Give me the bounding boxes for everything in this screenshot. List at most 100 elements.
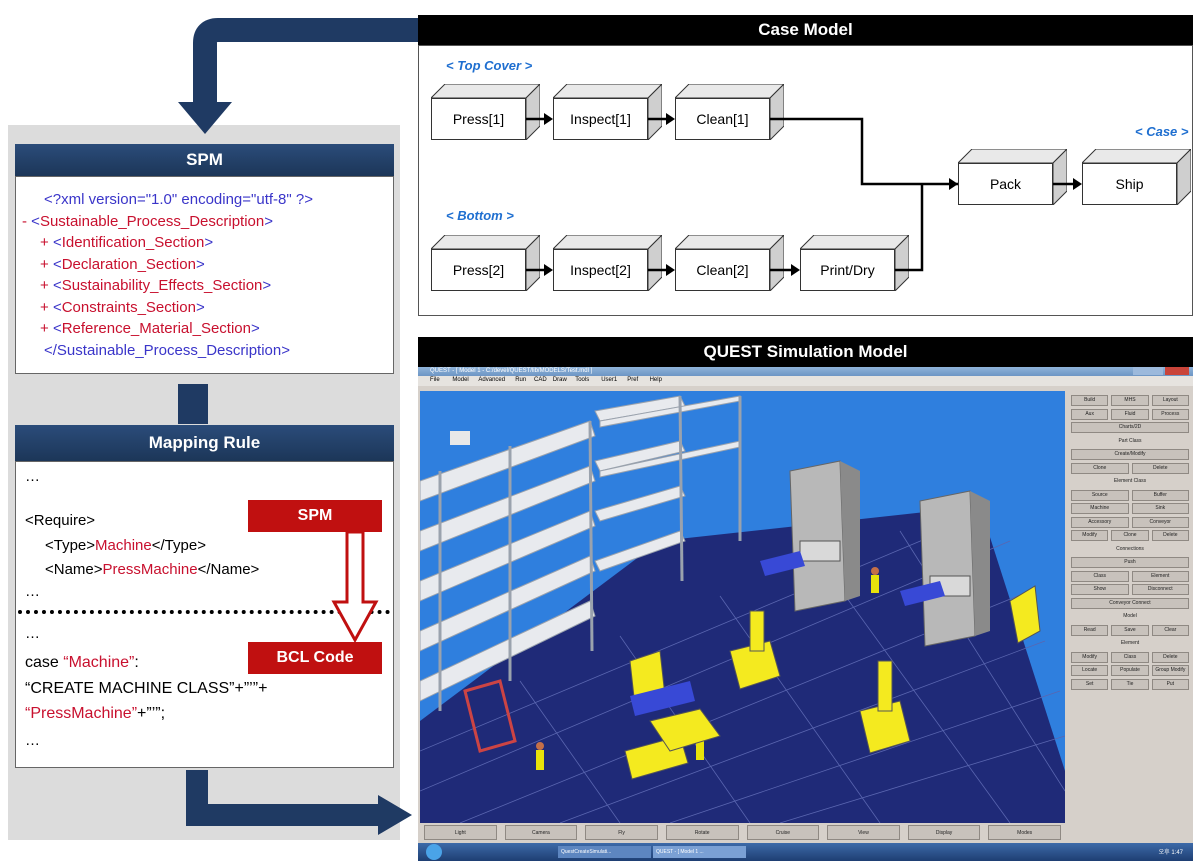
expand-toggle[interactable]: + [40, 255, 53, 273]
side-button[interactable]: Class [1111, 651, 1149, 663]
quest-3d-viewport[interactable] [420, 391, 1065, 823]
work-table [649, 708, 721, 752]
type-close: </Type> [151, 537, 206, 554]
side-button[interactable]: Delete [1151, 651, 1189, 663]
box-depth [675, 235, 784, 291]
side-button[interactable]: Machine [1071, 503, 1129, 514]
side-button[interactable]: Group Modify [1151, 665, 1189, 676]
xml-line[interactable]: + <Sustainability_Effects_Section> [40, 277, 271, 294]
bottom-toolbar-button[interactable]: Modes [988, 825, 1061, 840]
expand-toggle[interactable]: + [40, 277, 53, 294]
side-button[interactable]: Charts/2D [1071, 422, 1189, 433]
side-button[interactable]: Disconnect [1131, 584, 1189, 595]
side-button[interactable]: Build [1071, 395, 1109, 406]
taskbar-item-2[interactable]: QUEST - [ Model 1 ... [653, 846, 746, 858]
name-open: <Name> [45, 561, 103, 578]
xml-tag-text: <Reference_Material_Section> [52, 320, 260, 337]
xml-tag-text: <?xml version="1.0" encoding="utf-8" ?> [44, 191, 313, 208]
menu-item[interactable]: Model [452, 377, 469, 383]
windows-taskbar: QuestCreateSimulati... QUEST - [ Model 1… [418, 843, 1193, 861]
spm-badge: SPM [248, 500, 382, 532]
bottom-toolbar-button[interactable]: Cruise [746, 825, 820, 840]
xml-tag-text: <Sustainability_Effects_Section> [52, 277, 272, 294]
side-button[interactable]: Process [1151, 408, 1189, 420]
side-button[interactable]: Tie [1111, 678, 1149, 690]
connector-spm-mapping [178, 384, 208, 424]
menu-item[interactable]: CAD [534, 377, 547, 383]
side-button[interactable]: Conveyor [1131, 516, 1189, 528]
side-button[interactable]: MHS [1111, 395, 1149, 406]
xml-line[interactable]: + <Identification_Section> [40, 234, 213, 251]
side-section-label: Element Class [1113, 478, 1147, 484]
side-button[interactable]: Locate [1071, 665, 1109, 676]
side-button[interactable]: Clone [1071, 462, 1129, 474]
collapse-toggle[interactable]: - [22, 212, 32, 230]
blue-bases [630, 551, 945, 716]
side-button[interactable]: Accessory [1071, 516, 1129, 528]
side-button[interactable]: Delete [1131, 462, 1189, 474]
side-button[interactable]: Sink [1131, 503, 1189, 514]
side-button[interactable]: Save [1111, 624, 1149, 636]
storage-shelves [420, 395, 741, 702]
expand-toggle[interactable]: + [40, 234, 53, 251]
press-value: “PressMachine” [25, 705, 138, 722]
xml-line[interactable]: + <Constraints_Section> [40, 299, 205, 316]
side-button[interactable]: Class [1071, 570, 1129, 582]
xml-line[interactable]: + <Reference_Material_Section> [40, 320, 260, 337]
start-button[interactable] [426, 844, 442, 860]
bottom-toolbar-button[interactable]: Rotate [665, 825, 739, 840]
menu-item[interactable]: Run [515, 377, 527, 383]
expand-toggle[interactable]: + [40, 298, 53, 316]
bottom-toolbar-button[interactable]: Fly [585, 825, 658, 840]
side-button[interactable]: Read [1071, 624, 1109, 636]
merge-line [895, 184, 924, 272]
side-button[interactable]: Clone [1111, 530, 1149, 541]
mapping-rule-title: Mapping Rule [15, 425, 394, 461]
box-depth [431, 235, 540, 291]
side-button[interactable]: Layout [1151, 395, 1189, 406]
side-button[interactable]: Aux [1071, 408, 1109, 420]
window-min-max-buttons[interactable] [1133, 367, 1163, 375]
side-button[interactable]: Set [1071, 678, 1109, 690]
bottom-toolbar-button[interactable]: Display [907, 825, 981, 840]
press-machines [789, 460, 990, 647]
box-label: Clean[2] [675, 249, 770, 291]
quest-window-title: QUEST - [ Model 1 - C:/devel/QUEST/lib/M… [430, 368, 593, 374]
side-button[interactable]: Fluid [1111, 408, 1149, 420]
menu-item[interactable]: Pref [627, 377, 639, 383]
side-button[interactable]: Source [1071, 489, 1129, 501]
side-button[interactable]: Element [1131, 570, 1189, 582]
menu-item[interactable]: Advanced [478, 377, 506, 383]
bottom-toolbar-button[interactable]: Camera [504, 825, 578, 840]
menu-item[interactable]: Help [649, 377, 662, 383]
side-button[interactable]: Put [1151, 678, 1189, 690]
side-button[interactable]: Modify [1071, 651, 1109, 663]
side-button[interactable]: Show [1071, 584, 1129, 595]
xml-line[interactable]: - <Sustainable_Process_Description> [22, 213, 273, 230]
side-button[interactable]: Modify [1071, 530, 1109, 541]
xml-line[interactable]: + <Declaration_Section> [40, 256, 205, 273]
side-button[interactable]: Delete [1151, 530, 1189, 541]
bottom-toolbar-button[interactable]: View [827, 825, 900, 840]
quest-title: QUEST Simulation Model [418, 337, 1193, 367]
side-button[interactable]: Push [1071, 557, 1189, 568]
side-button[interactable]: Populate [1111, 665, 1149, 676]
side-button[interactable]: Create/Modify [1071, 449, 1189, 460]
menu-item[interactable]: File [430, 377, 440, 383]
window-close-button[interactable] [1165, 367, 1189, 375]
quest-titlebar: QUEST - [ Model 1 - C:/devel/QUEST/lib/M… [418, 367, 1193, 376]
side-button[interactable]: Clear [1151, 624, 1189, 636]
menu-item[interactable]: Tools [575, 377, 590, 383]
menu-item[interactable]: User1 [601, 377, 618, 383]
side-button[interactable]: Buffer [1131, 489, 1189, 501]
xml-line: <?xml version="1.0" encoding="utf-8" ?> [44, 191, 313, 208]
taskbar-item-1[interactable]: QuestCreateSimulati... [558, 846, 651, 858]
box-label: Inspect[1] [553, 98, 648, 140]
box-label: Press[2] [431, 249, 526, 291]
logo-tile [450, 431, 470, 445]
expand-toggle[interactable]: + [40, 320, 53, 337]
side-button[interactable]: Conveyor Connect [1071, 597, 1189, 609]
menu-item[interactable]: Draw [552, 377, 567, 383]
bottom-toolbar-button[interactable]: Light [424, 825, 497, 840]
